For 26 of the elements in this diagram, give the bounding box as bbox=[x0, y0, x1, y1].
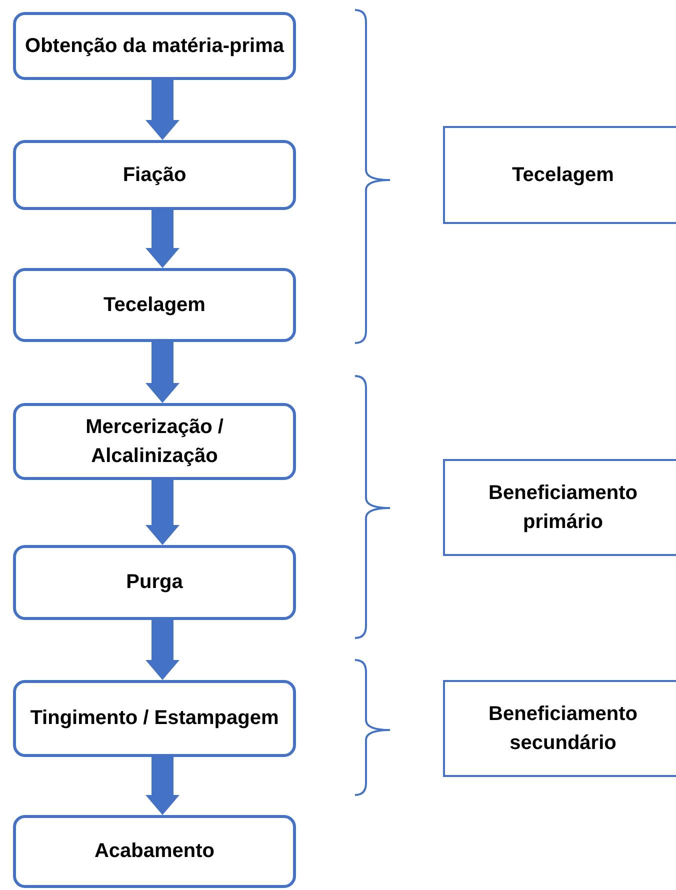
process-box bbox=[13, 12, 296, 80]
box-label: Tecelagem bbox=[512, 162, 614, 188]
box-label: Acabamento bbox=[94, 839, 215, 864]
box-label: Mercerização / Alcalinização bbox=[84, 414, 224, 468]
box-label: Tingimento / Estampagem bbox=[30, 706, 279, 731]
arrow bbox=[146, 757, 180, 815]
process-box bbox=[13, 815, 296, 888]
stage-box bbox=[443, 680, 676, 777]
process-box bbox=[13, 403, 296, 480]
arrow bbox=[146, 620, 180, 680]
box-label: Beneficiamento secundário bbox=[488, 702, 638, 756]
process-box bbox=[13, 268, 296, 342]
box-label: Purga bbox=[126, 570, 183, 595]
stage-box bbox=[443, 459, 676, 556]
process-box bbox=[13, 140, 296, 210]
arrow bbox=[146, 80, 180, 140]
stage-box bbox=[443, 126, 676, 224]
process-box bbox=[13, 545, 296, 620]
arrow bbox=[146, 210, 180, 268]
box-label: Tecelagem bbox=[104, 292, 206, 318]
box-label: Obtenção da matéria-prima bbox=[25, 34, 284, 58]
box-label: Beneficiamento primário bbox=[488, 480, 638, 534]
arrow bbox=[146, 342, 180, 403]
process-box bbox=[13, 680, 296, 757]
box-label: Fiação bbox=[122, 162, 186, 188]
arrow bbox=[146, 480, 180, 545]
